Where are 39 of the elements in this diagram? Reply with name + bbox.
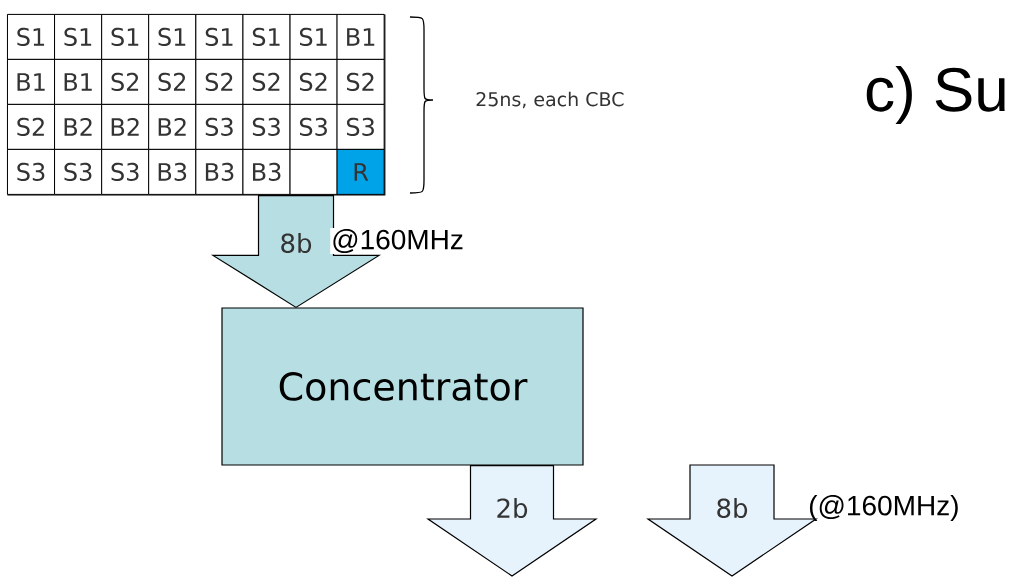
table-cell: S3	[6, 148, 56, 195]
table-cell: B3	[148, 148, 197, 195]
table-cell: S1	[242, 13, 291, 60]
block-arrow	[210, 195, 382, 309]
table-cell: S3	[242, 103, 291, 150]
table-cell: S2	[101, 58, 150, 105]
frequency-label: @160MHz	[330, 227, 465, 255]
block-arrow	[426, 465, 598, 577]
table-cell: B1	[336, 13, 385, 60]
table-cell: S2	[6, 103, 56, 150]
table-cell: S3	[195, 103, 244, 150]
table-cell: S2	[242, 58, 291, 105]
table-cell: B3	[242, 148, 291, 195]
table-cell: B1	[6, 58, 56, 105]
table-cell: S3	[336, 103, 385, 150]
table-cell: S2	[289, 58, 338, 105]
annotation: 25ns, each CBC	[476, 91, 624, 109]
table-cell: S1	[54, 13, 103, 60]
table-cell: S1	[289, 13, 338, 60]
table-cell: S2	[195, 58, 244, 105]
table-cell: B3	[195, 148, 244, 195]
table-cell: S3	[289, 103, 338, 150]
table-cell: S3	[54, 148, 103, 195]
heading: c) Su	[866, 66, 1005, 124]
table-cell: B2	[101, 103, 150, 150]
table-cell: B2	[54, 103, 103, 150]
table-cell: S2	[336, 58, 385, 105]
table-cell: B1	[54, 58, 103, 105]
table-cell: S1	[6, 13, 56, 60]
table-cell: S2	[148, 58, 197, 105]
table-cell: S1	[148, 13, 197, 60]
edge-label: 8b	[281, 232, 312, 254]
table-cell: S1	[101, 13, 150, 60]
table-cell: S1	[195, 13, 244, 60]
table-cell: S3	[101, 148, 150, 195]
edge-label: 2b	[497, 497, 528, 519]
table-cell: R	[336, 148, 385, 195]
table-cell: B2	[148, 103, 197, 150]
process-box: Concentrator	[221, 307, 584, 466]
